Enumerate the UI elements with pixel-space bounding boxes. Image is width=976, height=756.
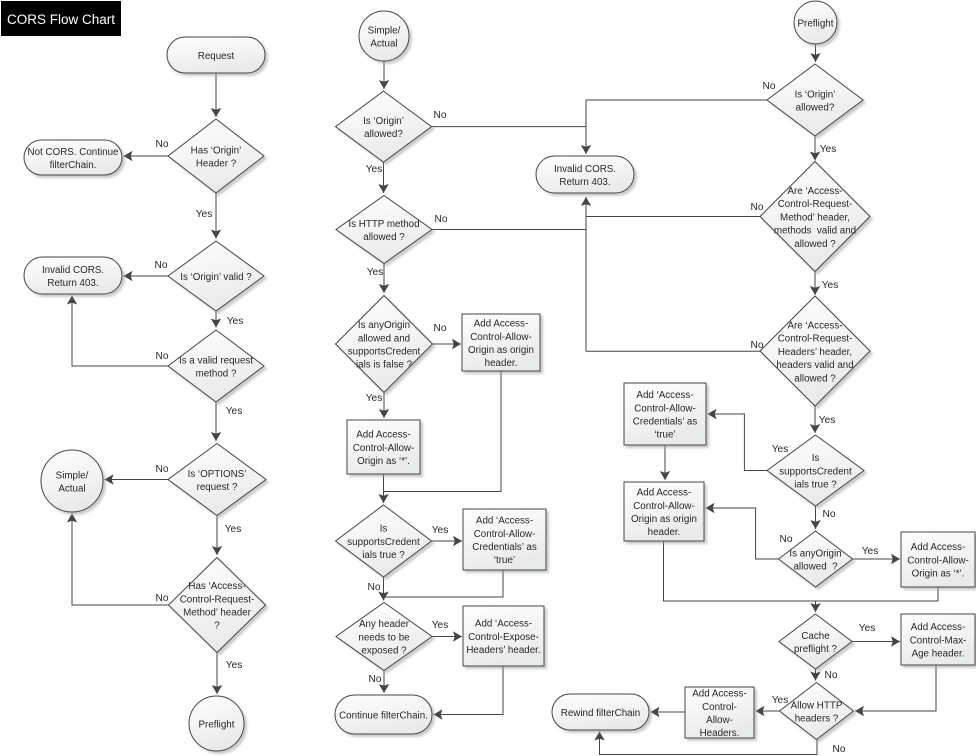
svg-text:Invalid CORS.Return 403.: Invalid CORS.Return 403. [554, 164, 616, 188]
svg-text:Yes: Yes [859, 623, 876, 634]
svg-text:No: No [762, 81, 775, 92]
svg-text:Add Access-Control-Allow-Heade: Add Access-Control-Allow-Headers. [692, 689, 746, 740]
svg-text:No: No [155, 351, 168, 362]
svg-text:Yes: Yes [226, 406, 243, 417]
svg-text:No: No [433, 110, 446, 121]
svg-text:Add Access-Control-Allow-Origi: Add Access-Control-Allow-Origin as origi… [468, 319, 534, 370]
svg-text:No: No [367, 582, 380, 593]
svg-text:Yes: Yes [432, 620, 449, 631]
svg-text:Yes: Yes [432, 525, 449, 536]
svg-text:Has ‘Origin’Header ?: Has ‘Origin’Header ? [191, 145, 242, 169]
svg-text:CORS Flow Chart: CORS Flow Chart [7, 12, 115, 27]
svg-text:Add Access-Control-Allow-Origi: Add Access-Control-Allow-Origin as ‘*’. [907, 542, 969, 579]
svg-text:No: No [832, 744, 845, 755]
svg-text:Preflight: Preflight [199, 719, 235, 730]
svg-text:No: No [154, 260, 167, 271]
svg-text:Is ‘Origin’allowed?: Is ‘Origin’allowed? [363, 116, 404, 140]
svg-text:Yes: Yes [227, 316, 244, 327]
svg-text:No: No [824, 670, 837, 681]
svg-text:Yes: Yes [366, 164, 383, 175]
svg-text:Yes: Yes [772, 444, 789, 455]
svg-text:Request: Request [198, 51, 235, 62]
svg-text:Add ‘Access-Control-Allow-Cred: Add ‘Access-Control-Allow-Credentials’ a… [472, 516, 537, 567]
svg-text:Yes: Yes [366, 393, 383, 404]
svg-text:Yes: Yes [820, 144, 837, 155]
svg-text:Is ‘OPTIONS’request ?: Is ‘OPTIONS’request ? [188, 469, 247, 493]
svg-text:No: No [822, 509, 835, 520]
svg-text:Invalid CORS.Return 403.: Invalid CORS.Return 403. [42, 265, 104, 289]
svg-text:No: No [750, 340, 763, 351]
svg-text:Add Access-Control-Allow-Origi: Add Access-Control-Allow-Origin as ‘*’. [353, 430, 415, 467]
svg-text:Simple/Actual: Simple/Actual [56, 470, 89, 494]
svg-text:Add Access-Control-Allow-Origi: Add Access-Control-Allow-Origin as origi… [631, 488, 697, 539]
svg-text:Continue filterChain.: Continue filterChain. [339, 710, 428, 721]
svg-text:Yes: Yes [196, 209, 213, 220]
svg-text:Simple/Actual: Simple/Actual [368, 25, 401, 49]
svg-text:Add ‘Access-Control-Expose-Hea: Add ‘Access-Control-Expose-Headers’ head… [466, 619, 540, 656]
svg-text:No: No [155, 464, 168, 475]
svg-text:Has ‘Access-Control-Request-Me: Has ‘Access-Control-Request-Method’ head… [180, 581, 255, 632]
svg-text:Add ‘Access-Control-Allow-Cred: Add ‘Access-Control-Allow-Credentials’ a… [633, 390, 698, 441]
svg-text:Are ‘Access-Control-Request-Me: Are ‘Access-Control-Request-Method’ head… [774, 186, 856, 250]
svg-text:Yes: Yes [225, 524, 242, 535]
svg-text:No: No [155, 593, 168, 604]
svg-text:Is ‘Origin’ valid ?: Is ‘Origin’ valid ? [180, 272, 252, 283]
svg-text:Are ‘Access-Control-Request-He: Are ‘Access-Control-Request-Headers’ hea… [776, 321, 853, 385]
svg-text:Yes: Yes [819, 415, 836, 426]
svg-text:Preflight: Preflight [798, 18, 834, 29]
svg-text:Yes: Yes [772, 695, 789, 706]
svg-text:No: No [433, 323, 446, 334]
svg-text:No: No [434, 214, 447, 225]
svg-text:No: No [779, 534, 792, 545]
svg-text:No: No [750, 202, 763, 213]
svg-text:Is ‘Origin’allowed?: Is ‘Origin’allowed? [795, 89, 836, 113]
svg-text:Yes: Yes [226, 660, 243, 671]
svg-text:Yes: Yes [822, 280, 839, 291]
svg-text:Rewind filterChain: Rewind filterChain [561, 708, 641, 719]
svg-text:No: No [155, 139, 168, 150]
svg-text:Yes: Yes [367, 267, 384, 278]
svg-text:No: No [368, 674, 381, 685]
svg-text:Add Access-Control-Max-Age hea: Add Access-Control-Max-Age header. [910, 622, 967, 659]
svg-text:Yes: Yes [862, 546, 879, 557]
